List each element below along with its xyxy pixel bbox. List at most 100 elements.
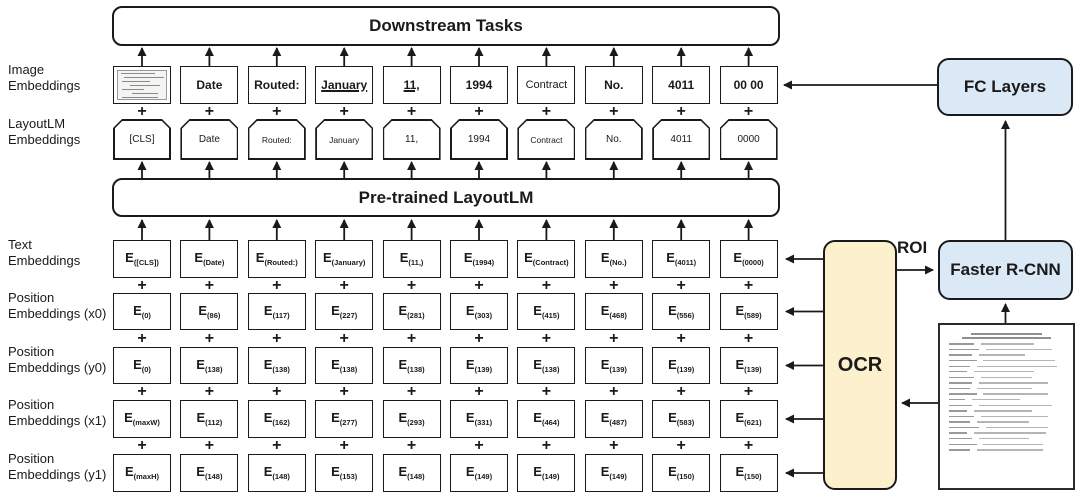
- embedding-subscript: ([CLS]): [133, 258, 159, 268]
- embedding-subscript: (11,): [408, 258, 424, 268]
- plus-operator: +: [406, 276, 417, 294]
- layoutlm-embedding-token: Contract: [517, 119, 575, 160]
- embedding-subscript: (281): [407, 310, 425, 320]
- layoutlm-embedding-token-label: January: [317, 121, 372, 159]
- position-y0-token: E(139): [652, 347, 711, 384]
- plus-operator: +: [743, 276, 754, 294]
- position-x1-token: E(487): [584, 400, 643, 438]
- document-form-line: [949, 438, 1064, 440]
- position-y1-token: E(150): [719, 454, 778, 492]
- embedding-symbol: E(138): [331, 356, 358, 374]
- position-x0-token: E(556): [652, 293, 711, 330]
- document-form-line: [949, 348, 1064, 351]
- image-embedding-token-label: 11,: [403, 78, 420, 92]
- embedding-subscript: (227): [339, 310, 358, 320]
- layoutlm-embedding-token: No.: [585, 119, 643, 160]
- embedding-symbol: E(149): [465, 464, 493, 482]
- plus-operator: +: [137, 383, 147, 400]
- image-embedding-token-label: Date: [196, 78, 223, 92]
- position-y1-token: E(149): [450, 454, 508, 492]
- image-embedding-token-label: 1994: [465, 78, 493, 92]
- embedding-subscript: (4011): [674, 258, 697, 268]
- position-y1-token: E(149): [584, 454, 643, 492]
- downstream-tasks-bar: Downstream Tasks: [112, 6, 780, 46]
- document-header-line: [970, 333, 1043, 335]
- embedding-symbol: E(468): [600, 302, 627, 320]
- plus-operator: +: [541, 383, 552, 400]
- layoutlm-embedding-token: 11,: [383, 119, 441, 160]
- embedding-symbol: E(293): [398, 410, 425, 428]
- embedding-subscript: (621): [744, 418, 762, 428]
- plus-operator: +: [204, 437, 215, 454]
- position-y0-token: E(139): [719, 347, 778, 384]
- embedding-subscript: (149): [609, 472, 627, 482]
- embedding-symbol: E(150): [735, 464, 762, 482]
- embedding-subscript: (January): [331, 258, 366, 268]
- plus-operator: +: [204, 329, 215, 347]
- ocr-box: OCR: [823, 240, 897, 490]
- embedding-symbol: E(139): [465, 356, 493, 374]
- image-embedding-token-label: 00 00: [733, 78, 764, 92]
- layoutlm-embedding-token: 1994: [450, 119, 508, 160]
- layoutlm-embedding-token: 0000: [720, 119, 778, 160]
- text-embeddings-token: E(11,): [382, 240, 441, 278]
- position-x1-token: E(112): [180, 400, 239, 438]
- plus-operator: +: [204, 276, 215, 294]
- embedding-subscript: (148): [204, 472, 223, 482]
- embedding-subscript: (149): [474, 472, 493, 482]
- layoutlm-embedding-token-label: Routed:: [249, 121, 304, 159]
- plus-operator: +: [609, 329, 619, 347]
- document-form-line: [949, 415, 1064, 418]
- embedding-subscript: (415): [541, 310, 560, 320]
- embedding-subscript: (112): [205, 418, 223, 428]
- embedding-subscript: (293): [407, 418, 425, 428]
- position-x0-token: E(0): [113, 293, 171, 330]
- position-y1-token: E(maxH): [113, 454, 171, 492]
- embedding-symbol: E(589): [735, 302, 762, 320]
- position-x0-token: E(227): [315, 293, 374, 330]
- row-label-position-x1: Position Embeddings (x1): [8, 397, 107, 428]
- document-form-line: [949, 359, 1064, 362]
- position-y1-token: E(148): [180, 454, 239, 492]
- embedding-symbol: E(maxW): [124, 410, 160, 428]
- embedding-subscript: (No.): [609, 258, 627, 268]
- text-embeddings-token: E(4011): [652, 240, 711, 278]
- fc-layers-label: FC Layers: [963, 77, 1047, 96]
- image-embedding-token: 1994: [450, 66, 508, 104]
- embedding-subscript: (556): [676, 310, 695, 320]
- text-embeddings-token: E(January): [315, 240, 374, 278]
- embedding-subscript: (117): [272, 310, 290, 320]
- ocr-label: OCR: [837, 353, 883, 376]
- embedding-symbol: E(227): [331, 302, 358, 320]
- position-y0-token: E(139): [450, 347, 508, 384]
- embedding-subscript: (464): [541, 418, 560, 428]
- position-x1-token: E(583): [652, 400, 711, 438]
- embedding-subscript: (150): [744, 472, 762, 482]
- embedding-subscript: (138): [541, 364, 560, 374]
- image-embedding-token-label: Contract: [525, 79, 568, 91]
- layoutlm-embedding-token: January: [315, 119, 373, 160]
- embedding-subscript: (589): [744, 310, 762, 320]
- image-embedding-token: No.: [584, 66, 643, 104]
- document-form-line: [949, 449, 1064, 451]
- image-embedding-token: [113, 66, 171, 104]
- image-embedding-token-label: 4011: [668, 78, 695, 92]
- embedding-symbol: E(138): [196, 356, 223, 374]
- embedding-symbol: E(331): [465, 410, 493, 428]
- position-y0-token: E(138): [315, 347, 374, 384]
- embedding-subscript: (139): [676, 364, 695, 374]
- layoutlm-embedding-token-label: 0000: [721, 121, 776, 159]
- plus-operator: +: [609, 383, 619, 400]
- document-form-line: [949, 426, 1064, 429]
- layoutlm-embedding-token-label: No.: [586, 121, 641, 159]
- embedding-symbol: E(1994): [463, 250, 495, 268]
- row-label-position-y0: Position Embeddings (y0): [8, 344, 107, 375]
- embedding-subscript: (149): [541, 472, 560, 482]
- embedding-subscript: (468): [609, 310, 627, 320]
- document-form-line: [949, 404, 1064, 406]
- document-form-line: [949, 376, 1064, 379]
- plus-operator: +: [137, 102, 147, 120]
- embedding-subscript: (0000): [742, 258, 764, 268]
- embedding-subscript: (138): [204, 364, 223, 374]
- position-x0-token: E(281): [382, 293, 441, 330]
